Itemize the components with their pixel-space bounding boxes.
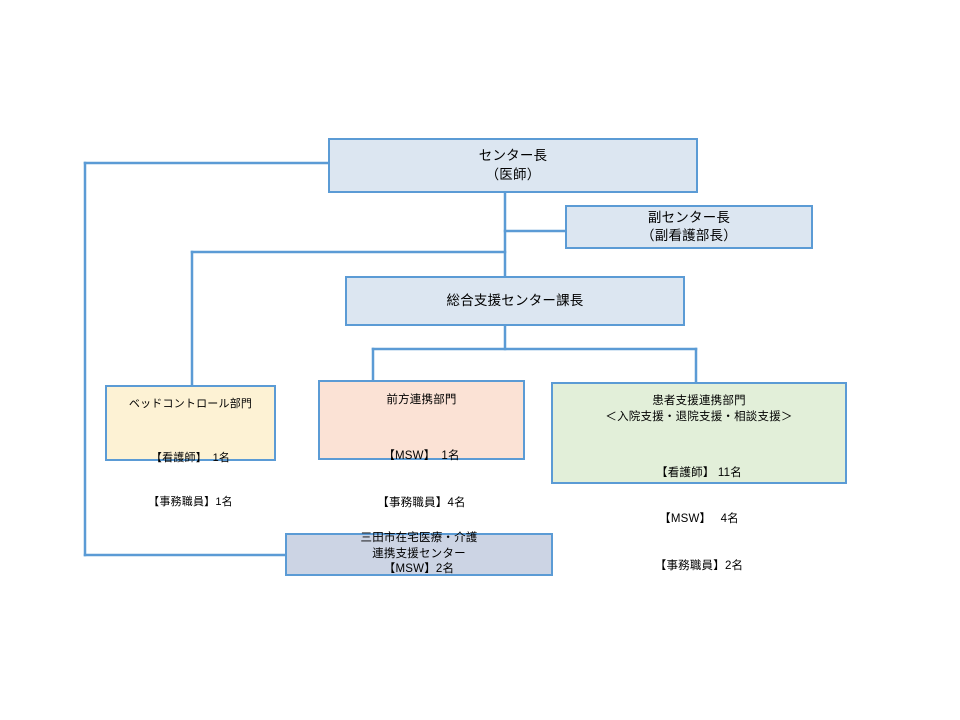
node-forward-liaison-title: 前方連携部門 [386, 394, 457, 406]
node-patient-support-staff: 【看護師】 11名 【MSW】 4名 【事務職員】2名 [655, 435, 744, 606]
node-bed-control[interactable]: ベッドコントロール部門 【看護師】 1名 【事務職員】1名 [105, 385, 276, 508]
node-forward-liaison-staff: 【MSW】 1名 【事務職員】4名 [377, 418, 466, 542]
node-center-director[interactable]: センター長 （医師） [328, 138, 698, 193]
node-center-director-title: センター長 [478, 148, 548, 164]
node-bed-control-staff-line-2: 【事務職員】1名 [148, 496, 233, 509]
node-center-director-subtitle: （医師） [485, 166, 541, 182]
node-home-care-center[interactable]: 三田市在宅医療・介護 連携支援センター 【MSW】2名 [285, 532, 553, 576]
node-patient-support-staff-line-2: 【MSW】 4名 [659, 513, 739, 526]
node-home-care-center-subtitle: 連携支援センター [372, 547, 466, 560]
node-section-chief[interactable]: 総合支援センター課長 [345, 276, 685, 326]
node-bed-control-staff-line-1: 【看護師】 1名 [150, 451, 231, 464]
node-deputy-director[interactable]: 副センター長 （副看護部長） [565, 205, 813, 249]
node-patient-support-title: 患者支援連携部門 [652, 395, 746, 407]
node-home-care-center-title: 三田市在宅医療・介護 [360, 532, 478, 545]
node-patient-support[interactable]: 患者支援連携部門 ＜入院支援・退院支援・相談支援＞ 【看護師】 11名 【MSW… [551, 382, 847, 572]
node-patient-support-staff-line-1: 【看護師】 11名 [656, 466, 742, 479]
node-section-chief-title: 総合支援センター課長 [446, 292, 584, 308]
node-patient-support-staff-line-3: 【事務職員】2名 [654, 559, 744, 572]
node-forward-liaison-staff-line-2: 【事務職員】4名 [377, 496, 466, 509]
node-patient-support-subtitle: ＜入院支援・退院支援・相談支援＞ [605, 410, 793, 423]
node-bed-control-staff: 【看護師】 1名 【事務職員】1名 [148, 421, 233, 540]
node-bed-control-title: ベッドコントロール部門 [128, 398, 253, 410]
node-home-care-center-staff-line-1: 【MSW】2名 [383, 563, 455, 576]
node-deputy-director-subtitle: （副看護部長） [641, 228, 737, 243]
node-deputy-director-title: 副センター長 [647, 209, 731, 225]
node-forward-liaison-staff-line-1: 【MSW】 1名 [383, 450, 460, 463]
node-forward-liaison[interactable]: 前方連携部門 【MSW】 1名 【事務職員】4名 [318, 380, 525, 509]
